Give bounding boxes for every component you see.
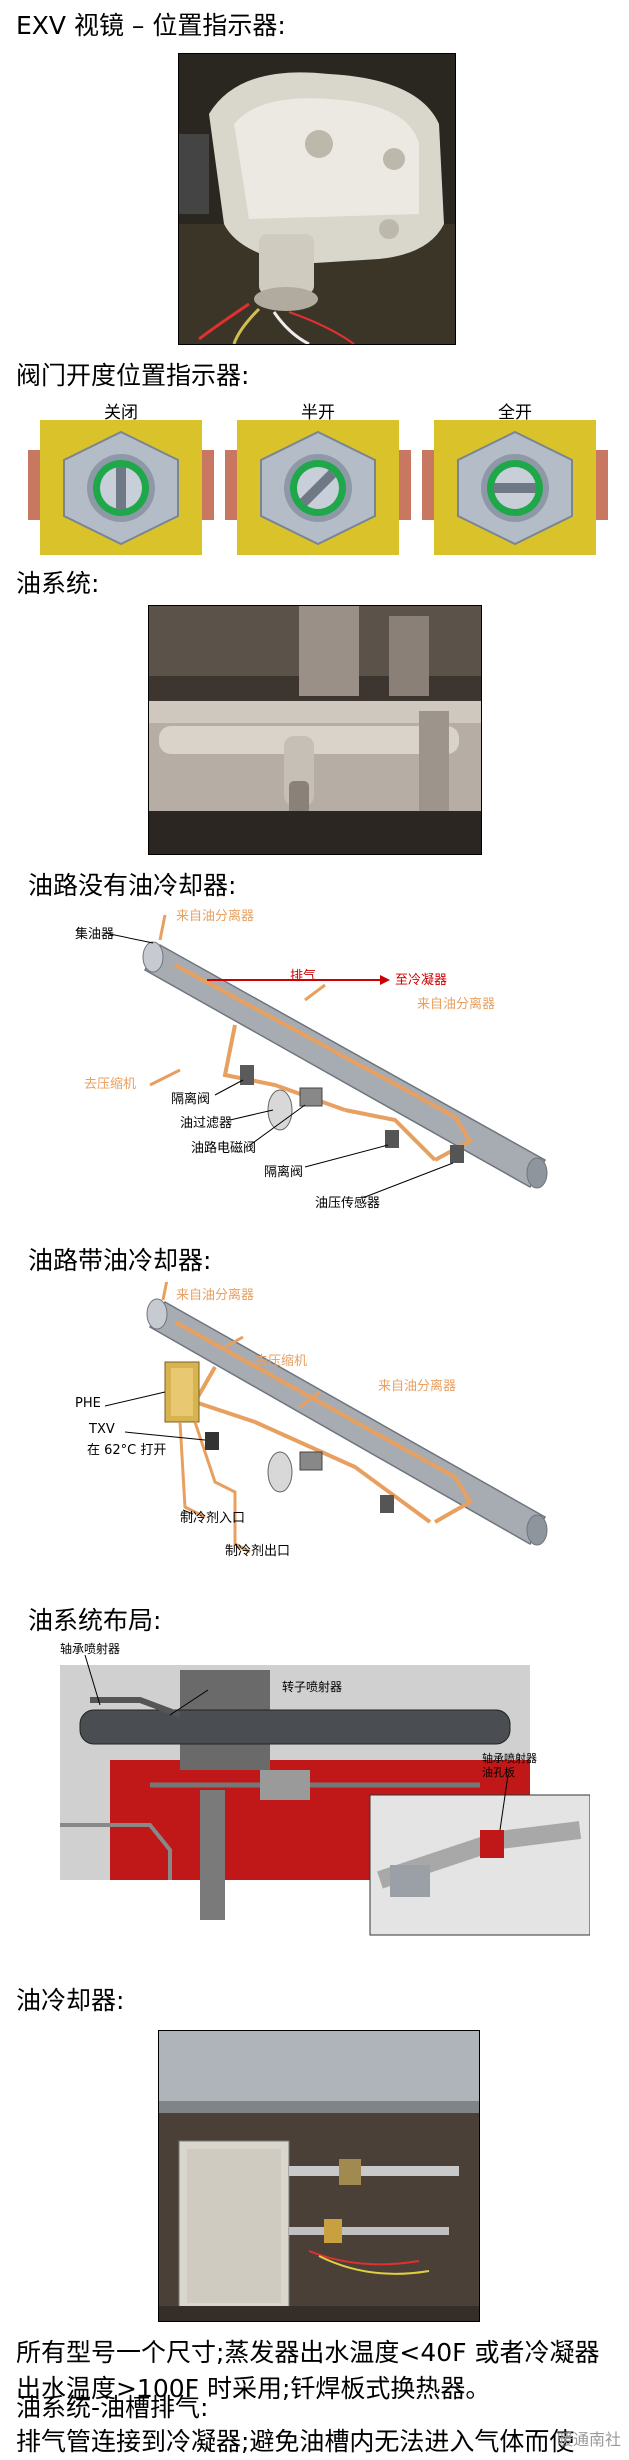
label-txv: TXV: [89, 1422, 115, 1437]
label-bearing-ejector-orifice: 轴承喷射器: [482, 1752, 537, 1765]
label-collector: 集油器: [75, 927, 115, 942]
label-to-condenser: 至冷凝器: [395, 973, 448, 988]
heading-oil-cooler: 油冷却器:: [16, 1986, 125, 2015]
heading-oil-with-cooler: 油路带油冷却器:: [28, 1246, 212, 1275]
paragraph-oil-sump-vent: 排气管连接到冷凝器;避免油槽内无法进入气体而使: [16, 2427, 575, 2456]
valve-indicator-label: 关闭: [104, 403, 138, 423]
label-refrigerant-out: 制冷剂出口: [225, 1544, 291, 1559]
label-phe: PHE: [75, 1396, 101, 1411]
diagram-oil-with-cooler: 来自油分离器 去压缩机 来自油分离器 PHE TXV 在 62°C 打开 制冷剂…: [75, 1279, 575, 1602]
label-from-separator: 来自油分离器: [176, 1288, 255, 1303]
label-to-compressor: 去压缩机: [255, 1354, 308, 1369]
label-from-separator-2: 来自油分离器: [417, 997, 496, 1012]
watermark: 暖通南社: [556, 2430, 621, 2449]
label-discharge: 排气: [290, 969, 317, 984]
paragraph-oil-sump-vent-heading: 油系统-油槽排气:: [16, 2393, 209, 2422]
label-isolation-valve-2: 隔离阀: [264, 1165, 304, 1180]
valve-indicator-closed: 关闭: [28, 398, 214, 556]
label-txv-note: 在 62°C 打开: [87, 1443, 167, 1458]
oil-system-photo: [148, 605, 482, 855]
oil-no-cooler-drawing: [104, 914, 548, 1198]
label-isolation-valve-1: 隔离阀: [171, 1092, 211, 1107]
heading-exv-sight-glass: EXV 视镜 – 位置指示器:: [16, 11, 286, 40]
valve-indicator-label: 半开: [301, 403, 335, 423]
label-bearing-ejector: 轴承喷射器: [60, 1642, 121, 1656]
heading-oil-layout: 油系统布局:: [28, 1606, 162, 1635]
label-from-separator-2: 来自油分离器: [378, 1379, 457, 1394]
heading-oil-system: 油系统:: [16, 569, 100, 598]
heading-valve-position: 阀门开度位置指示器:: [16, 361, 250, 390]
label-to-compressor: 去压缩机: [84, 1077, 137, 1092]
exv-sight-glass-photo: [178, 53, 456, 345]
paragraph-oil-cooler-spec: 所有型号一个尺寸;蒸发器出水温度<40F 或者冷凝器出水温度>100F 时采用;…: [16, 2338, 600, 2403]
label-oil-orifice-plate: 油孔板: [482, 1766, 515, 1779]
oil-with-cooler-drawing: [104, 1279, 548, 1554]
diagram-oil-no-cooler: 集油器 来自油分离器 排气 至冷凝器 来自油分离器 去压缩机 隔离阀 油过滤器 …: [75, 905, 575, 1235]
label-oil-solenoid: 油路电磁阀: [191, 1141, 257, 1156]
valve-indicator-label: 全开: [498, 403, 532, 423]
valve-indicator-half: 半开: [225, 398, 411, 556]
label-from-separator: 来自油分离器: [176, 909, 255, 924]
valve-indicator-open: 全开: [422, 398, 608, 556]
label-rotor-ejector: 转子喷射器: [282, 1680, 343, 1694]
oil-cooler-photo: [158, 2030, 480, 2322]
valve-indicator-row: 关闭 半开 全开: [28, 398, 608, 556]
label-oil-pressure-sensor: 油压传感器: [315, 1196, 381, 1211]
oil-layout-diagram: 轴承喷射器 转子喷射器 轴承喷射器 油孔板: [60, 1640, 591, 1940]
label-refrigerant-in: 制冷剂入口: [180, 1511, 246, 1526]
oil-layout-drawing: [60, 1654, 591, 1936]
heading-oil-no-cooler: 油路没有油冷却器:: [28, 871, 237, 900]
label-oil-filter: 油过滤器: [180, 1116, 233, 1131]
